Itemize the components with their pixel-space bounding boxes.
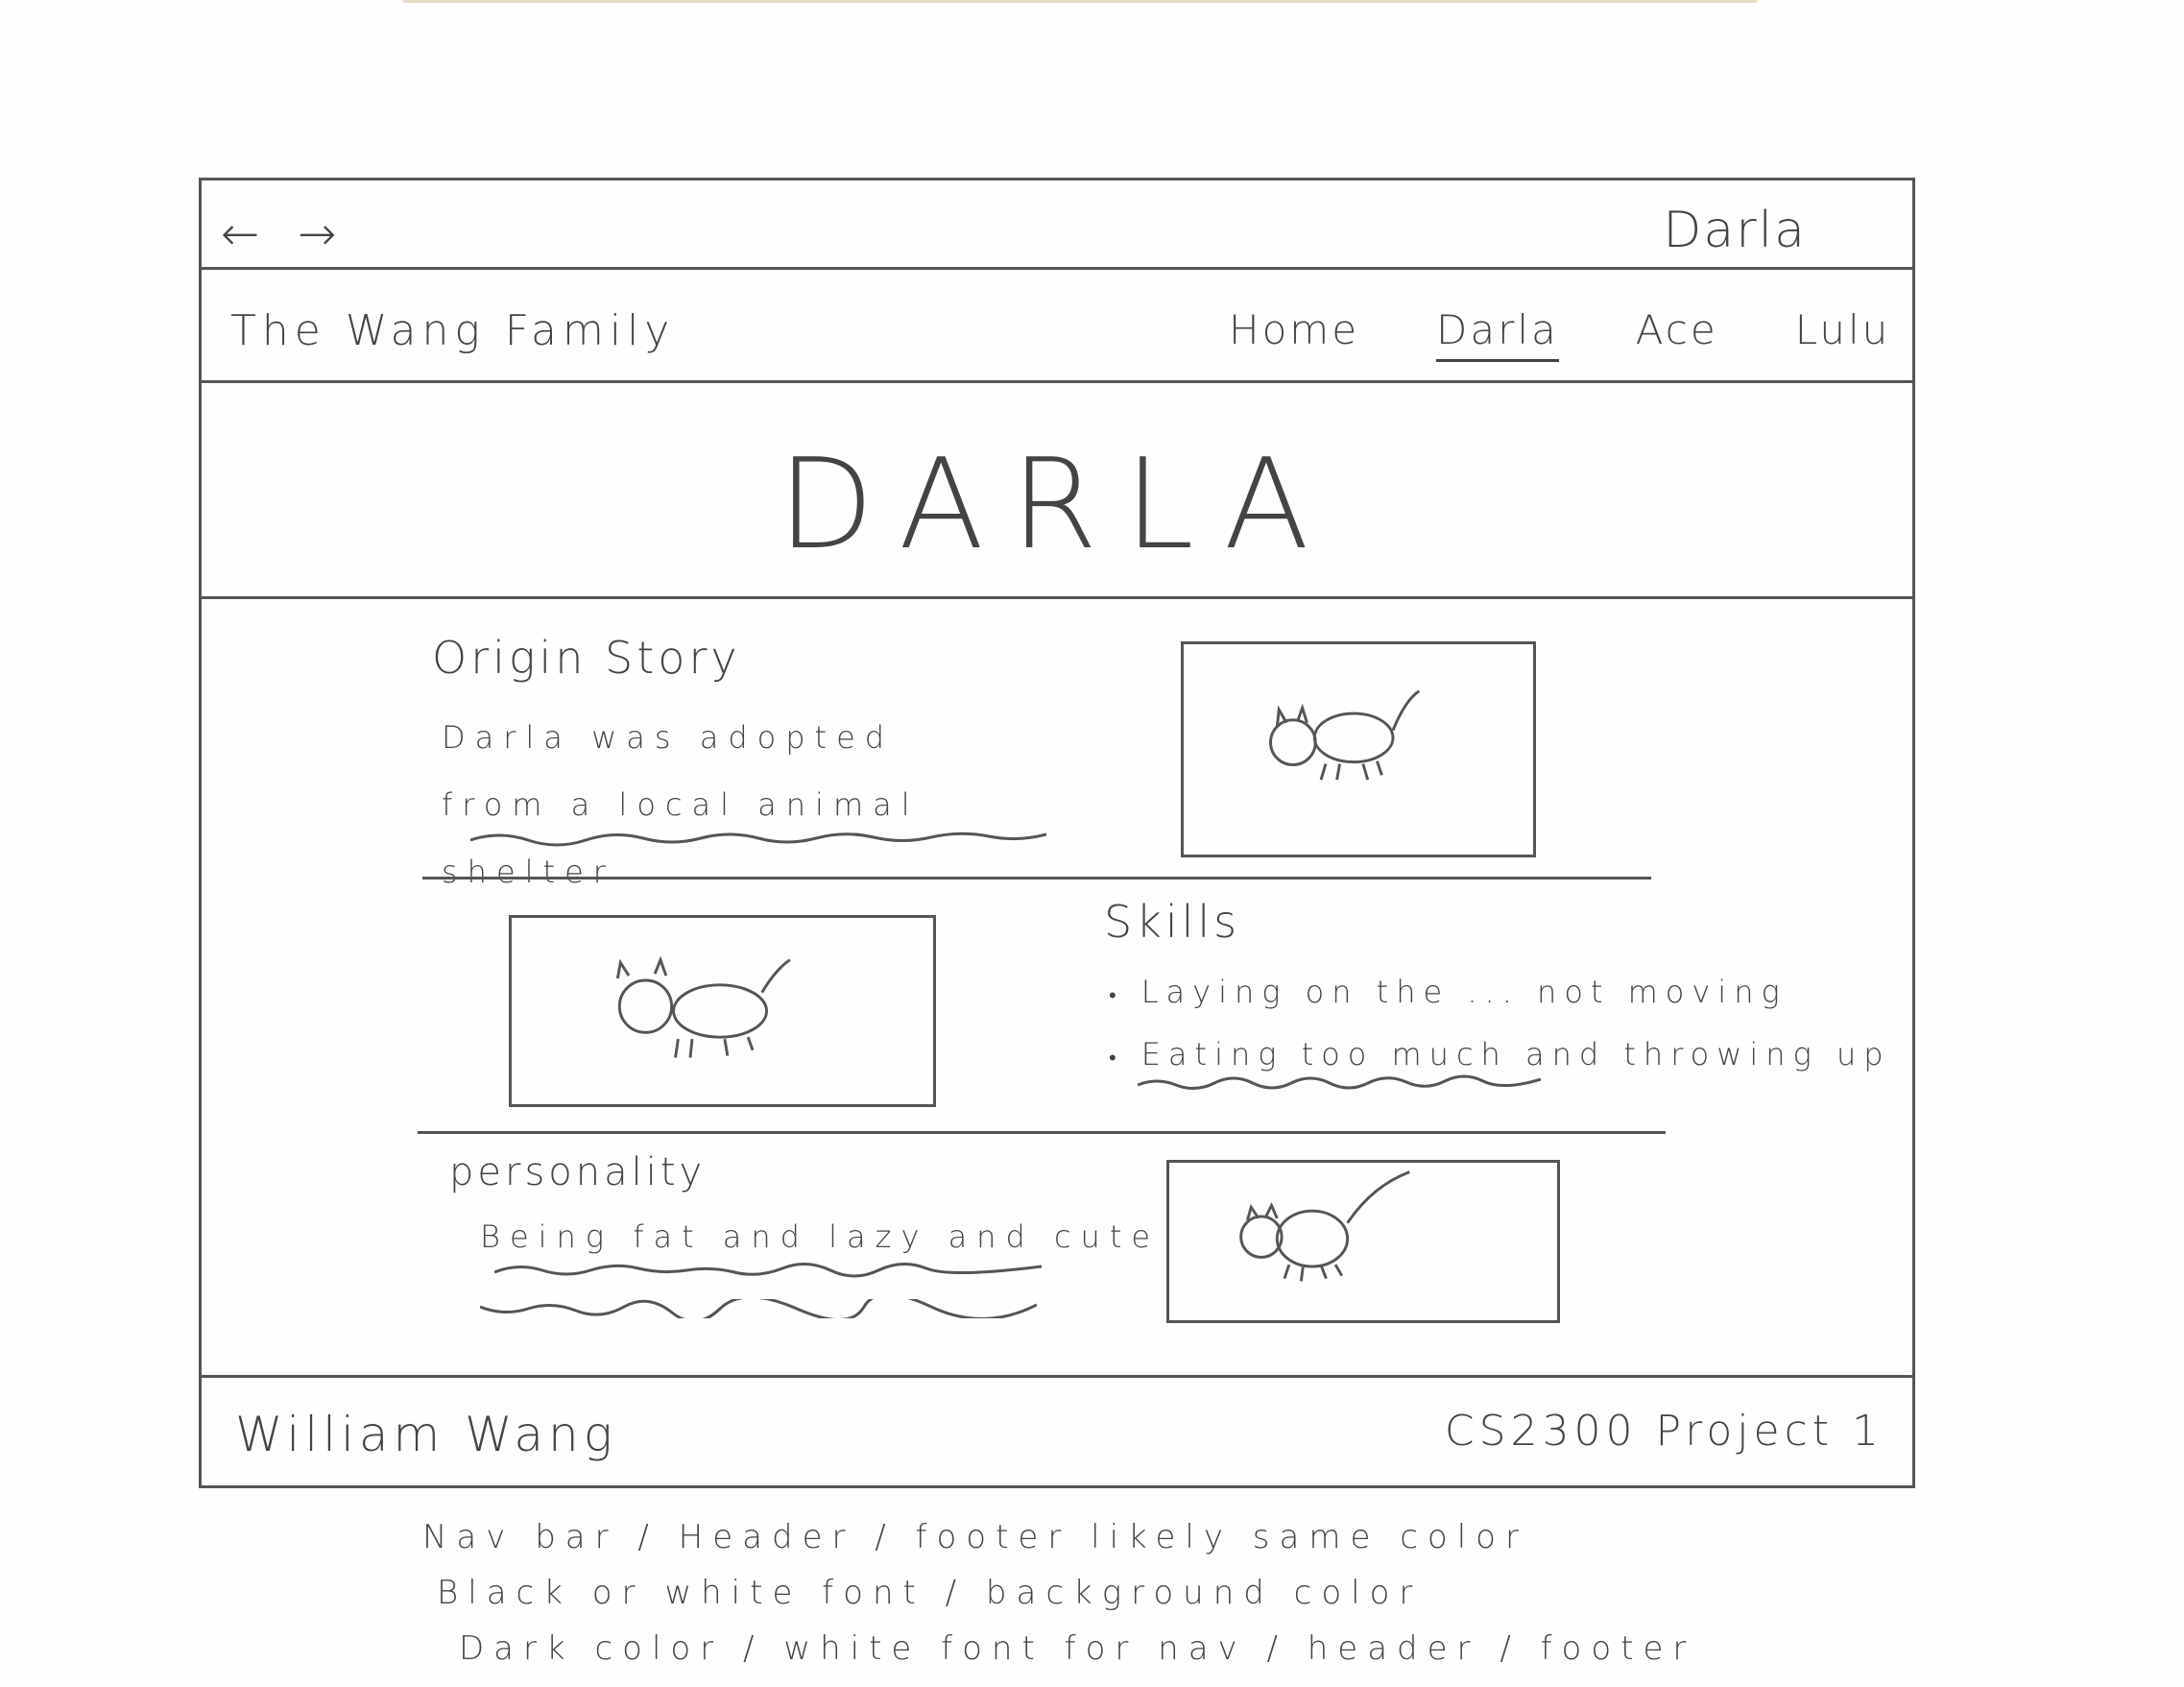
page-header: DARLA	[202, 383, 1912, 599]
page-footer: William Wang CS2300 Project 1	[202, 1375, 1912, 1485]
text-placeholder-squiggle	[470, 831, 1046, 847]
nav-bar: The Wang Family Home Darla Ace Lulu	[202, 270, 1912, 383]
nav-menu: Home Darla Ace Lulu	[1229, 306, 1890, 362]
section-divider	[422, 877, 1651, 880]
tab-title: Darla	[1663, 202, 1807, 259]
design-note: Black or white font / background color	[437, 1574, 1423, 1612]
cat-sketch-icon	[615, 955, 791, 1058]
section-divider	[418, 1131, 1666, 1134]
paper-edge	[403, 0, 1757, 3]
site-title[interactable]: The Wang Family	[230, 306, 676, 355]
personality-text: Being fat and lazy and cute	[480, 1218, 1161, 1255]
footer-author: William Wang	[235, 1407, 617, 1462]
nav-item-darla[interactable]: Darla	[1436, 306, 1559, 362]
personality-heading: personality	[449, 1150, 707, 1194]
skills-heading: Skills	[1104, 896, 1241, 948]
skills-list-item: Laying on the ... not moving	[1109, 963, 1891, 1025]
text-placeholder-squiggle	[494, 1263, 1042, 1278]
personality-photo	[1166, 1160, 1560, 1323]
nav-item-lulu[interactable]: Lulu	[1794, 306, 1891, 353]
origin-text: Darla was adopted from a local animal sh…	[442, 719, 920, 890]
cat-sketch-icon	[1239, 1170, 1410, 1282]
text-placeholder-squiggle	[480, 1299, 1037, 1318]
origin-heading: Origin Story	[432, 632, 741, 684]
back-arrow-icon[interactable]: ←	[221, 207, 262, 261]
browser-chrome: ← → Darla	[202, 181, 1912, 270]
footer-course: CS2300 Project 1	[1444, 1407, 1884, 1456]
design-note: Dark color / white font for nav / header…	[459, 1629, 1696, 1668]
skills-photo	[509, 915, 936, 1107]
design-note: Nav bar / Header / footer likely same co…	[422, 1518, 1528, 1556]
cat-sketch-icon	[1269, 689, 1421, 781]
forward-arrow-icon[interactable]: →	[298, 207, 339, 261]
origin-photo	[1181, 641, 1536, 857]
text-placeholder-squiggle	[1138, 1074, 1541, 1090]
skills-list: Laying on the ... not moving Eating too …	[1109, 963, 1891, 1088]
browser-window: ← → Darla The Wang Family Home Darla Ace…	[199, 178, 1915, 1488]
design-notes: Nav bar / Header / footer likely same co…	[422, 1509, 1696, 1676]
skills-list-item: Eating too much and throwing up	[1109, 1025, 1891, 1088]
nav-item-home[interactable]: Home	[1229, 306, 1360, 353]
page-title: DARLA	[778, 431, 1336, 577]
nav-item-ace[interactable]: Ace	[1635, 306, 1718, 353]
